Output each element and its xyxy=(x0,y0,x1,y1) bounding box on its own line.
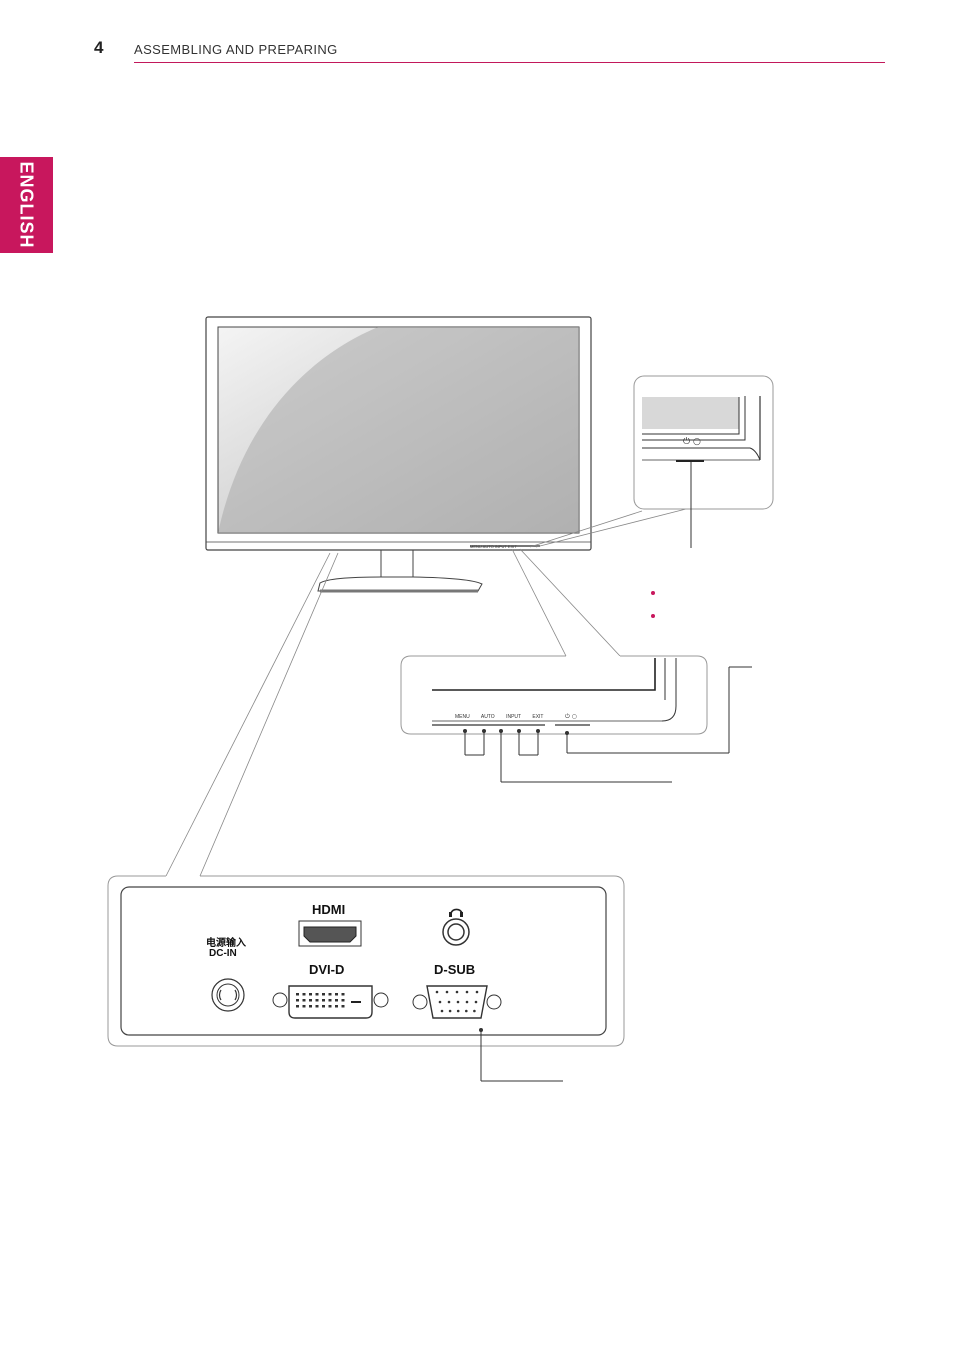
dvi-pin xyxy=(302,1005,306,1008)
dvi-pin xyxy=(322,993,325,996)
power-zoom-lines xyxy=(529,508,687,548)
dvi-pin xyxy=(322,1005,325,1008)
header-divider xyxy=(134,62,885,63)
dvi-pin xyxy=(335,1005,338,1008)
bullet-dot xyxy=(651,591,655,595)
dvi-pin xyxy=(341,1005,345,1008)
d-sub-pin xyxy=(447,1000,451,1004)
auto-button-label: AUTO xyxy=(482,544,494,549)
d-sub-pin xyxy=(456,1009,460,1013)
headphone-port xyxy=(442,908,470,946)
monitor-front xyxy=(205,316,592,593)
d-sub-pin xyxy=(465,990,469,994)
d-sub-pin xyxy=(474,1000,478,1004)
dvi-pin xyxy=(328,999,332,1002)
dc-in-label: DC-IN xyxy=(209,948,237,959)
dvi-pin xyxy=(315,993,319,996)
bullet-dot xyxy=(651,614,655,618)
front-bezel-labels: MENU AUTO INPUT EXIT xyxy=(470,544,517,549)
d-sub-pin xyxy=(465,1000,469,1004)
hdmi-label: HDMI xyxy=(312,902,346,917)
dvi-d-label: DVI-D xyxy=(309,962,345,977)
menu-button-label: MENU xyxy=(470,544,482,549)
d-sub-pin xyxy=(448,1009,452,1013)
power-light-detail: ⏻ ○ xyxy=(633,375,774,548)
auto-label: AUTO xyxy=(480,714,495,720)
dc-in-port xyxy=(211,978,245,1012)
d-sub-pin xyxy=(473,1009,476,1013)
d-sub-pin xyxy=(440,1009,444,1013)
d-sub-pin xyxy=(475,990,479,994)
d-sub-pin xyxy=(438,1000,442,1004)
dvi-pin xyxy=(322,999,325,1002)
input-button-label: INPUT xyxy=(494,544,507,549)
dvi-pin xyxy=(335,993,338,996)
rear-zoom-lines xyxy=(165,552,339,877)
dvi-pin xyxy=(296,993,299,996)
dvi-pin xyxy=(302,993,306,996)
dvi-pin xyxy=(328,993,332,996)
dc-in-cn-label: 电源输入 xyxy=(206,938,246,949)
d-sub-pin xyxy=(465,1009,468,1013)
bezel-zoom-lines xyxy=(511,548,621,657)
dvi-pin xyxy=(309,999,312,1002)
hdmi-port xyxy=(298,920,362,947)
dvi-pin xyxy=(315,1005,319,1008)
d-sub-pin xyxy=(455,990,459,994)
bezel-detail-labels: MENU AUTO INPUT EXIT xyxy=(455,714,544,720)
dvi-pin xyxy=(302,999,306,1002)
dvi-pin xyxy=(309,1005,312,1008)
dvi-d-port xyxy=(272,985,389,1019)
bottom-bezel-detail: ⏻ ○ xyxy=(400,655,752,783)
d-sub-label: D-SUB xyxy=(434,962,476,977)
dvi-pin xyxy=(315,999,319,1002)
dvi-pin xyxy=(309,993,312,996)
dvi-pin xyxy=(341,999,345,1002)
dvi-pin xyxy=(335,999,338,1002)
exit-label: EXIT xyxy=(532,714,544,720)
power-icon: ⏻ ○ xyxy=(683,436,701,447)
dvi-pin xyxy=(296,999,299,1002)
exit-button-label: EXIT xyxy=(507,544,517,549)
page-number: 4 xyxy=(94,38,104,57)
d-sub-pin xyxy=(445,990,449,994)
dvi-pin xyxy=(341,993,345,996)
d-sub-port xyxy=(412,985,502,1019)
dvi-pin xyxy=(296,1005,299,1008)
menu-label: MENU xyxy=(455,714,470,720)
power-button-icon: ⏻ ○ xyxy=(565,713,577,720)
rear-panel xyxy=(107,875,625,1082)
d-sub-pin xyxy=(456,1000,460,1004)
language-tab: ENGLISH xyxy=(0,157,53,253)
d-sub-pin xyxy=(435,990,439,994)
section-title: ASSEMBLING AND PREPARING xyxy=(134,42,338,57)
input-label: INPUT xyxy=(506,714,521,720)
dvi-pin xyxy=(328,1005,332,1008)
